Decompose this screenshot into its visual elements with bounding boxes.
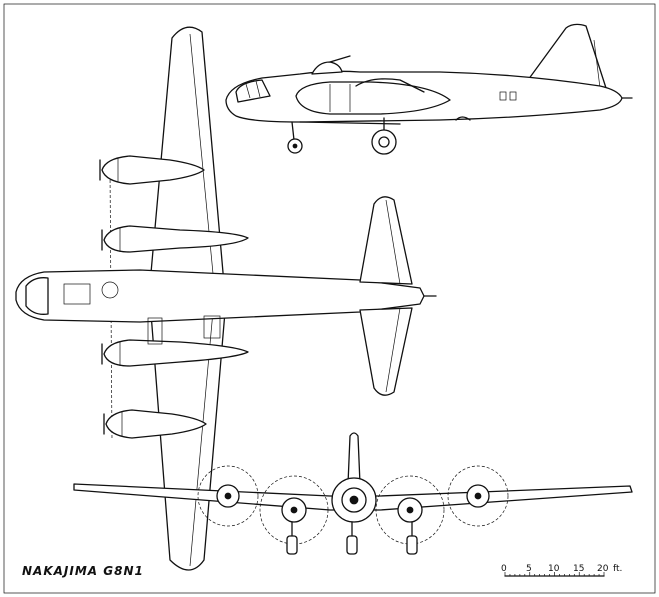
- scale-label-0: 0: [501, 564, 507, 574]
- scale-unit: ft.: [613, 564, 622, 574]
- scale-bar: 0 5 10 15 20 ft.: [501, 564, 622, 577]
- scale-label-15: 15: [573, 564, 584, 574]
- front-view: [73, 432, 633, 555]
- plan-view-engine-3: [101, 339, 249, 367]
- plan-view: [15, 26, 437, 571]
- front-view-propeller-1: [197, 465, 259, 527]
- side-view-engine-nacelle: [295, 81, 451, 115]
- front-view-propeller-4: [447, 465, 509, 527]
- drawing-title: NAKAJIMA G8N1: [22, 564, 144, 578]
- plan-view-engine-1: [99, 155, 205, 185]
- side-view-tail-fin: [527, 23, 607, 89]
- plan-view-tailplane: [359, 196, 413, 285]
- side-view-nose-gear: [287, 121, 303, 154]
- drawing-frame: [3, 3, 656, 594]
- scale-label-10: 10: [548, 564, 560, 574]
- plan-view-engine-4: [103, 409, 207, 439]
- scale-label-20: 20: [597, 564, 609, 574]
- scale-label-5: 5: [526, 564, 532, 574]
- side-view: [225, 23, 633, 155]
- front-view-propeller-2: [259, 475, 329, 545]
- front-view-gear: [286, 521, 418, 555]
- plan-view-engine-2: [101, 225, 249, 253]
- side-view-main-gear: [371, 117, 397, 155]
- front-view-propeller-3: [375, 475, 445, 545]
- plan-view-fuselage: [15, 269, 425, 323]
